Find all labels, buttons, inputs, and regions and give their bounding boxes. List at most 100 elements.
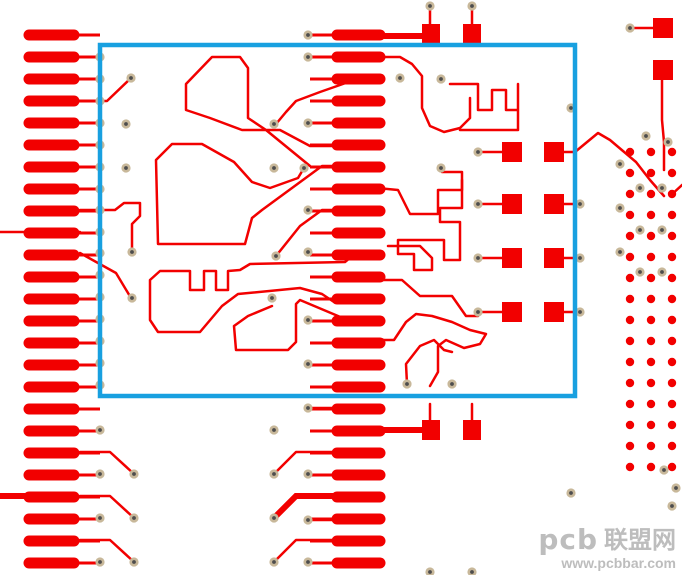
via xyxy=(436,163,446,173)
via-hole xyxy=(439,77,443,81)
via xyxy=(269,513,279,523)
via-hole xyxy=(476,256,480,260)
vias xyxy=(95,1,681,575)
via xyxy=(615,247,625,257)
via-hole xyxy=(638,270,642,274)
via-hole xyxy=(98,472,102,476)
bga-ball xyxy=(646,231,656,241)
bga-ball xyxy=(625,231,635,241)
via xyxy=(436,74,446,84)
via xyxy=(473,147,483,157)
bga-ball xyxy=(667,252,677,262)
via-hole xyxy=(274,254,278,258)
via-hole xyxy=(660,228,664,232)
via-hole xyxy=(618,206,622,210)
via xyxy=(615,159,625,169)
via-hole xyxy=(306,318,310,322)
via-hole xyxy=(618,250,622,254)
via xyxy=(267,293,277,303)
via xyxy=(95,425,105,435)
bga-ball xyxy=(667,273,677,283)
via xyxy=(95,469,105,479)
via xyxy=(271,251,281,261)
bga-ball xyxy=(646,147,656,157)
bga-ball xyxy=(667,378,677,388)
via xyxy=(129,469,139,479)
via xyxy=(635,183,645,193)
via-hole xyxy=(662,468,666,472)
selection-highlight xyxy=(97,42,578,399)
bga-ball xyxy=(667,336,677,346)
bga-ball xyxy=(625,189,635,199)
via xyxy=(575,307,585,317)
via-hole xyxy=(306,472,310,476)
via-hole xyxy=(124,122,128,126)
via xyxy=(121,119,131,129)
via xyxy=(575,253,585,263)
via-hole xyxy=(306,560,310,564)
via-hole xyxy=(405,382,409,386)
bga-ball xyxy=(646,420,656,430)
via-hole xyxy=(272,560,276,564)
via xyxy=(671,483,681,493)
bga-ball xyxy=(667,315,677,325)
via xyxy=(303,205,313,215)
via-hole xyxy=(132,560,136,564)
bga-ball xyxy=(646,168,656,178)
via-hole xyxy=(476,202,480,206)
bga-ball xyxy=(646,462,656,472)
via-hole xyxy=(476,310,480,314)
via xyxy=(635,225,645,235)
bga-ball xyxy=(646,252,656,262)
via xyxy=(299,163,309,173)
via xyxy=(303,515,313,525)
via-hole xyxy=(272,122,276,126)
via-hole xyxy=(428,570,432,574)
via-hole xyxy=(470,4,474,8)
via xyxy=(303,359,313,369)
bga-ball xyxy=(667,189,677,199)
watermark-logo: pcb xyxy=(538,523,598,556)
via xyxy=(635,267,645,277)
via xyxy=(269,163,279,173)
bga-ball xyxy=(625,147,635,157)
via xyxy=(303,52,313,62)
via-hole xyxy=(674,486,678,490)
bga-ball xyxy=(667,168,677,178)
via xyxy=(303,118,313,128)
square-pads xyxy=(422,18,673,440)
via xyxy=(473,199,483,209)
via-hole xyxy=(132,472,136,476)
via-hole xyxy=(306,55,310,59)
center-pads xyxy=(310,29,386,569)
via-hole xyxy=(578,310,582,314)
via xyxy=(395,73,405,83)
watermark-cn-text: 联盟网 xyxy=(604,526,676,554)
via-hole xyxy=(306,33,310,37)
via-hole xyxy=(124,166,128,170)
via-hole xyxy=(470,570,474,574)
bga-ball xyxy=(625,252,635,262)
via-hole xyxy=(670,504,674,508)
bga-ball xyxy=(646,441,656,451)
via xyxy=(447,379,457,389)
via xyxy=(303,469,313,479)
via xyxy=(663,137,673,147)
via-hole xyxy=(130,250,134,254)
via xyxy=(625,23,635,33)
via xyxy=(659,465,669,475)
via xyxy=(269,119,279,129)
bga-ball xyxy=(646,210,656,220)
via xyxy=(566,488,576,498)
via xyxy=(95,557,105,567)
via-hole xyxy=(439,166,443,170)
via xyxy=(129,557,139,567)
bga-ball xyxy=(625,420,635,430)
via-hole xyxy=(569,106,573,110)
via-hole xyxy=(578,256,582,260)
via xyxy=(127,247,137,257)
via-hole xyxy=(638,186,642,190)
bga-ball xyxy=(625,399,635,409)
via-hole xyxy=(660,186,664,190)
